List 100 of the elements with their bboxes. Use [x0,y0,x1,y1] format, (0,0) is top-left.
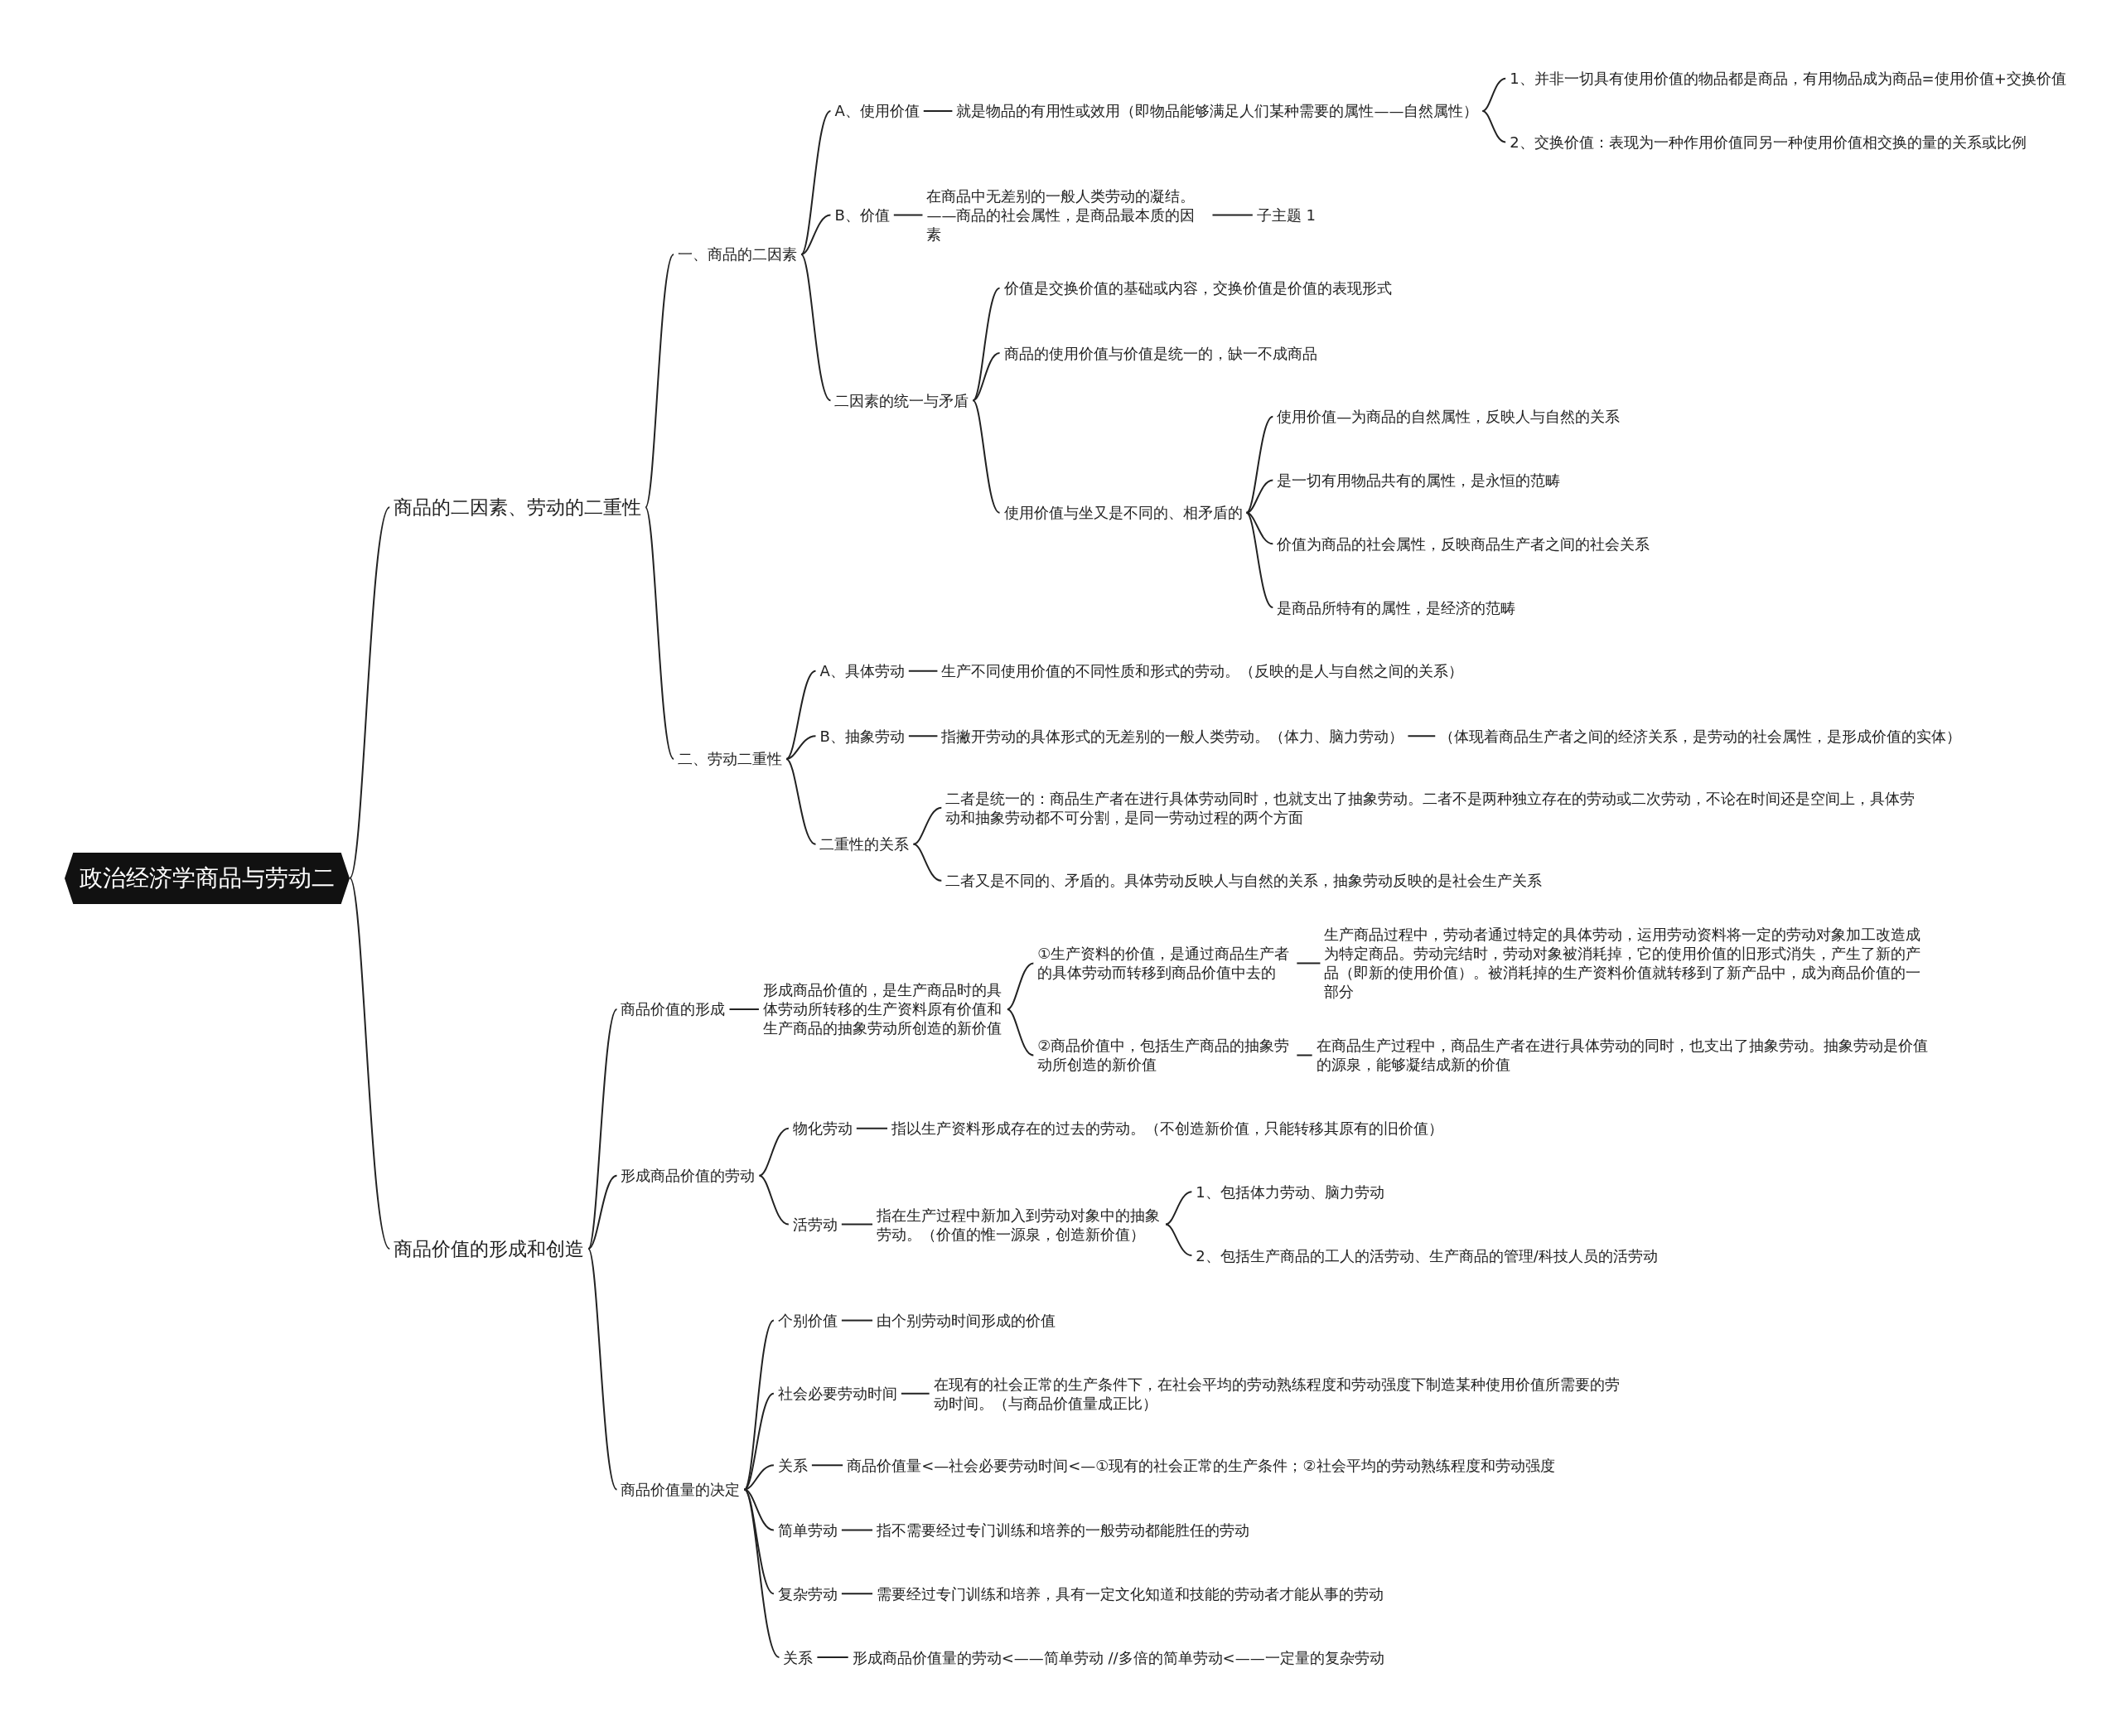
topic-text: 商品价值量的决定 [616,1479,745,1501]
branch-line [840,1529,874,1531]
topic-text: 形成商品价值量的劳动<——简单劳动 //多倍的简单劳动<——一定量的复杂劳动 [848,1647,1389,1668]
branch-line [1165,1191,1193,1226]
topic-text: 价值是交换价值的基础或内容，交换价值是价值的表现形式 [999,278,1396,299]
branch-line [1006,962,1035,1010]
branch-line [349,877,391,1250]
topic-text: 生产不同使用价值的不同性质和形式的劳动。（反映的是人与自然之间的关系） [937,660,1468,682]
branch-line [1245,511,1274,609]
branch-line [840,1593,874,1595]
topic-text: ①生产资料的价值，是通过商品生产者的具体劳动而转移到商品价值中去的 [1033,943,1297,984]
branch-line [1296,962,1321,965]
branch-line [743,1488,775,1595]
branch-line [800,214,832,255]
branch-line [645,253,675,509]
topic-text: 是一切有用物品共有的属性，是永恒的范畴 [1273,470,1565,491]
topic-text: ②商品价值中，包括生产商品的抽象劳动所创造的新价值 [1033,1035,1297,1076]
branch-line [1006,1008,1035,1057]
topic-text: 二因素的统一与矛盾 [830,389,974,411]
branch-line [810,1464,844,1467]
topic-text: 在现有的社会正常的生产条件下，在社会平均的劳动熟练程度和劳动强度下制造某种使用价值所需要的劳动时间。（与商品价值量成正比） [929,1373,1626,1414]
main-topic: 商品价值的形成和创造 [389,1236,589,1261]
topic-text: 在商品中无差别的一般人类劳动的凝结。——商品的社会属性，是商品最本质的因素 [922,186,1213,245]
topic-text: 指撇开劳动的具体形式的无差别的一般人类劳动。（体力、脑力劳动） [937,725,1408,747]
branch-line [743,1464,775,1491]
topic-text: 形成商品价值的，是生产商品时的具体劳动所转移的生产资料原有价值和生产商品的抽象劳动所创造的新价值 [758,979,1007,1039]
main-topic: 商品的二因素、劳动的二重性 [389,495,646,520]
branch-line [840,1223,874,1226]
branch-line [1165,1223,1193,1257]
topic-text: A、使用价值 [830,100,924,122]
branch-line [728,1008,760,1010]
branch-line [800,109,832,255]
topic-text: 二重性的关系 [815,834,914,855]
branch-line [645,506,675,760]
branch-line [972,287,1001,402]
branch-line [1481,77,1507,112]
branch-line [1245,479,1274,514]
branch-line [785,757,817,845]
topic-text: 活劳动 [788,1214,842,1236]
branch-line [1211,214,1254,216]
topic-text: B、价值 [830,205,894,226]
topic-text: 需要经过专门训练和培养，具有一定文化知道和技能的劳动者才能从事的劳动 [872,1583,1389,1604]
topic-text: 二、劳动二重性 [674,748,787,770]
branch-line [907,735,939,737]
topic-text: 二者是统一的：商品生产者在进行具体劳动同时，也就支出了抽象劳动。二者不是两种独立存在的劳动或二次劳动，不论在时间还是空间上，具体劳动和抽象劳动都不可分割，是同一劳动过程的两个方面 [941,787,1933,828]
topic-text: 形成商品价值的劳动 [616,1165,760,1187]
topic-text: 2、交换价值：表现为一种作用价值同另一种使用价值相交换的量的关系或比例 [1505,131,2031,152]
topic-text: 一、商品的二因素 [674,244,802,265]
topic-text: 指在生产过程中新加入到劳动对象中的抽象劳动。（价值的惟一源泉，创造新价值） [872,1204,1167,1245]
branch-line [1296,1054,1313,1057]
topic-text: （体现着商品生产者之间的经济关系，是劳动的社会属性，是形成价值的实体） [1435,725,1966,747]
branch-line [912,843,943,882]
topic-text: A、具体劳动 [815,660,909,682]
branch-line [972,352,1001,402]
branch-line [1481,109,1507,143]
branch-line [800,253,832,402]
branch-line [1245,511,1274,545]
branch-line [1407,735,1437,737]
branch-line [758,1127,790,1177]
topic-text: 个别价值 [773,1309,842,1331]
topic-text: 关系 [779,1647,818,1668]
branch-line [743,1392,775,1491]
branch-line [907,670,939,672]
topic-text: 在商品生产过程中，商品生产者在进行具体劳动的同时，也支出了抽象劳动。抽象劳动是价值的源泉，能够凝结成新的价值 [1312,1035,1934,1076]
branch-line [855,1127,888,1129]
topic-text: 物化劳动 [788,1118,857,1139]
branch-line [349,506,391,879]
branch-line [743,1488,780,1658]
topic-text: 二者又是不同的、矛盾的。具体劳动反映人与自然的关系，抽象劳动反映的是社会生产关系 [941,870,1547,892]
branch-line [587,1008,618,1250]
topic-text: 是商品所特有的属性，是经济的范畴 [1273,597,1520,618]
topic-text: 指不需要经过专门训练和培养的一般劳动都能胜任的劳动 [872,1520,1254,1540]
branch-line [1245,415,1274,514]
topic-text: 复杂劳动 [773,1583,842,1604]
branch-line [972,399,1001,514]
branch-line [785,735,817,760]
topic-text: 生产商品过程中，劳动者通过特定的具体劳动，运用劳动资料将一定的劳动对象加工改造成为特定商品。劳动完结时，劳动对象被消耗掉，它的使用价值的旧形式消失，产生了新的产品（即新的使用价值）。被消耗掉的生产资料价值就转移到了新产品中，成为商品价值的一部分 [1320,924,1927,1003]
branch-line [840,1319,874,1322]
topic-text: 商品价值量<—社会必要劳动时间<—①现有的社会正常的生产条件；②社会平均的劳动熟练程度和劳动强度 [843,1454,1559,1476]
branch-line [900,1392,930,1395]
topic-text: 价值为商品的社会属性，反映商品生产者之间的社会关系 [1273,533,1655,554]
topic-text: 使用价值与坐又是不同的、相矛盾的 [999,502,1247,524]
topic-text: 2、包括生产商品的工人的活劳动、生产商品的管理/科技人员的活劳动 [1191,1245,1662,1266]
topic-text: 就是物品的有用性或效用（即物品能够满足人们某种需要的属性——自然属性） [952,100,1483,122]
branch-line [922,109,954,112]
branch-line [758,1174,790,1226]
topic-text: 简单劳动 [773,1520,842,1540]
topic-text: 1、包括体力劳动、脑力劳动 [1191,1181,1389,1202]
branch-line [587,1174,618,1250]
topic-text: 关系 [773,1454,812,1476]
topic-text: 指以生产资料形成存在的过去的劳动。（不创造新价值，只能转移其原有的旧价值） [887,1118,1447,1139]
branch-line [587,1247,618,1491]
topic-text: 商品价值的形成 [616,999,730,1020]
topic-text: 1、并非一切具有使用价值的物品都是商品，有用物品成为商品=使用价值+交换价值 [1505,68,2070,89]
root-topic: 政治经济学商品与劳动二 [65,852,350,904]
branch-line [892,214,924,216]
branch-line [785,670,817,760]
topic-text: 子主题 1 [1252,205,1320,226]
topic-text: B、抽象劳动 [815,725,909,747]
topic-text: 使用价值—为商品的自然属性，反映人与自然的关系 [1273,406,1625,428]
